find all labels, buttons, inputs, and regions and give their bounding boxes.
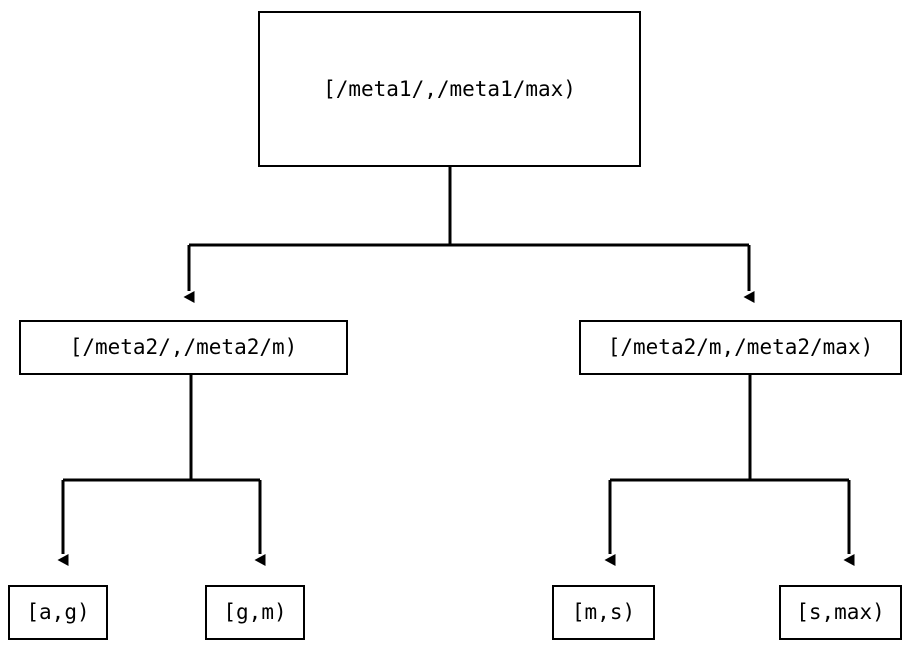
- edge-root-to-mid-level: [183, 167, 755, 303]
- tree-node-mid-left: [/meta2/,/meta2/m): [19, 320, 348, 375]
- tree-node-mid-right-label: [/meta2/m,/meta2/max): [607, 335, 874, 359]
- tree-node-leaf-gm-label: [g,m): [223, 600, 287, 624]
- tree-node-mid-left-label: [/meta2/,/meta2/m): [69, 335, 298, 359]
- tree-node-leaf-smax-label: [s,max): [796, 600, 885, 624]
- tree-node-leaf-ag-label: [a,g): [26, 600, 90, 624]
- tree-node-leaf-ms: [m,s): [552, 585, 655, 640]
- tree-node-leaf-gm: [g,m): [205, 585, 305, 640]
- edge-mid-right-to-leaves: [604, 375, 855, 566]
- tree-node-root: [/meta1/,/meta1/max): [258, 11, 641, 167]
- tree-node-mid-right: [/meta2/m,/meta2/max): [579, 320, 902, 375]
- tree-node-root-label: [/meta1/,/meta1/max): [323, 76, 576, 101]
- tree-node-leaf-ms-label: [m,s): [571, 600, 636, 624]
- tree-node-leaf-smax: [s,max): [779, 585, 902, 640]
- tree-node-leaf-ag: [a,g): [8, 585, 108, 640]
- edge-mid-left-to-leaves: [57, 375, 266, 566]
